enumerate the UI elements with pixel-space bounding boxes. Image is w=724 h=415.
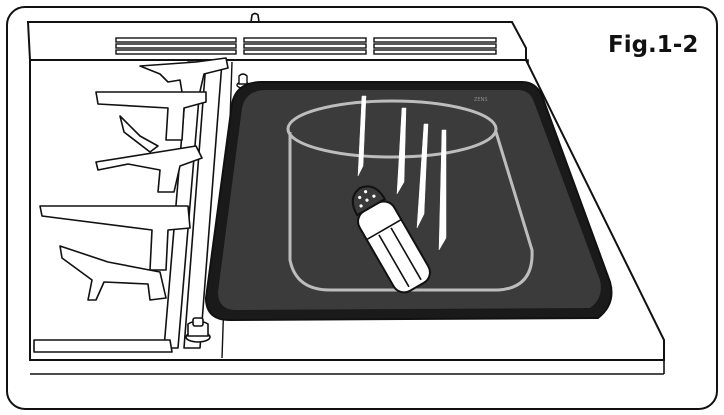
salt-shaker: [351, 185, 431, 294]
cooking-zone-circle: [286, 99, 498, 159]
pan-support-grate: [33, 57, 229, 353]
brand-mark: ZENS: [474, 97, 488, 103]
cooking-zone-extended: [288, 131, 534, 292]
glass-panel: [218, 90, 601, 310]
vent-grille-right: [373, 37, 497, 55]
figure-label: Fig.1-2: [608, 32, 698, 58]
top-knob: [250, 12, 260, 23]
front-knob: [185, 317, 211, 343]
falling-powder-streaks: [357, 95, 447, 251]
vent-grille-left: [115, 37, 237, 55]
vent-grille-middle: [243, 37, 367, 55]
